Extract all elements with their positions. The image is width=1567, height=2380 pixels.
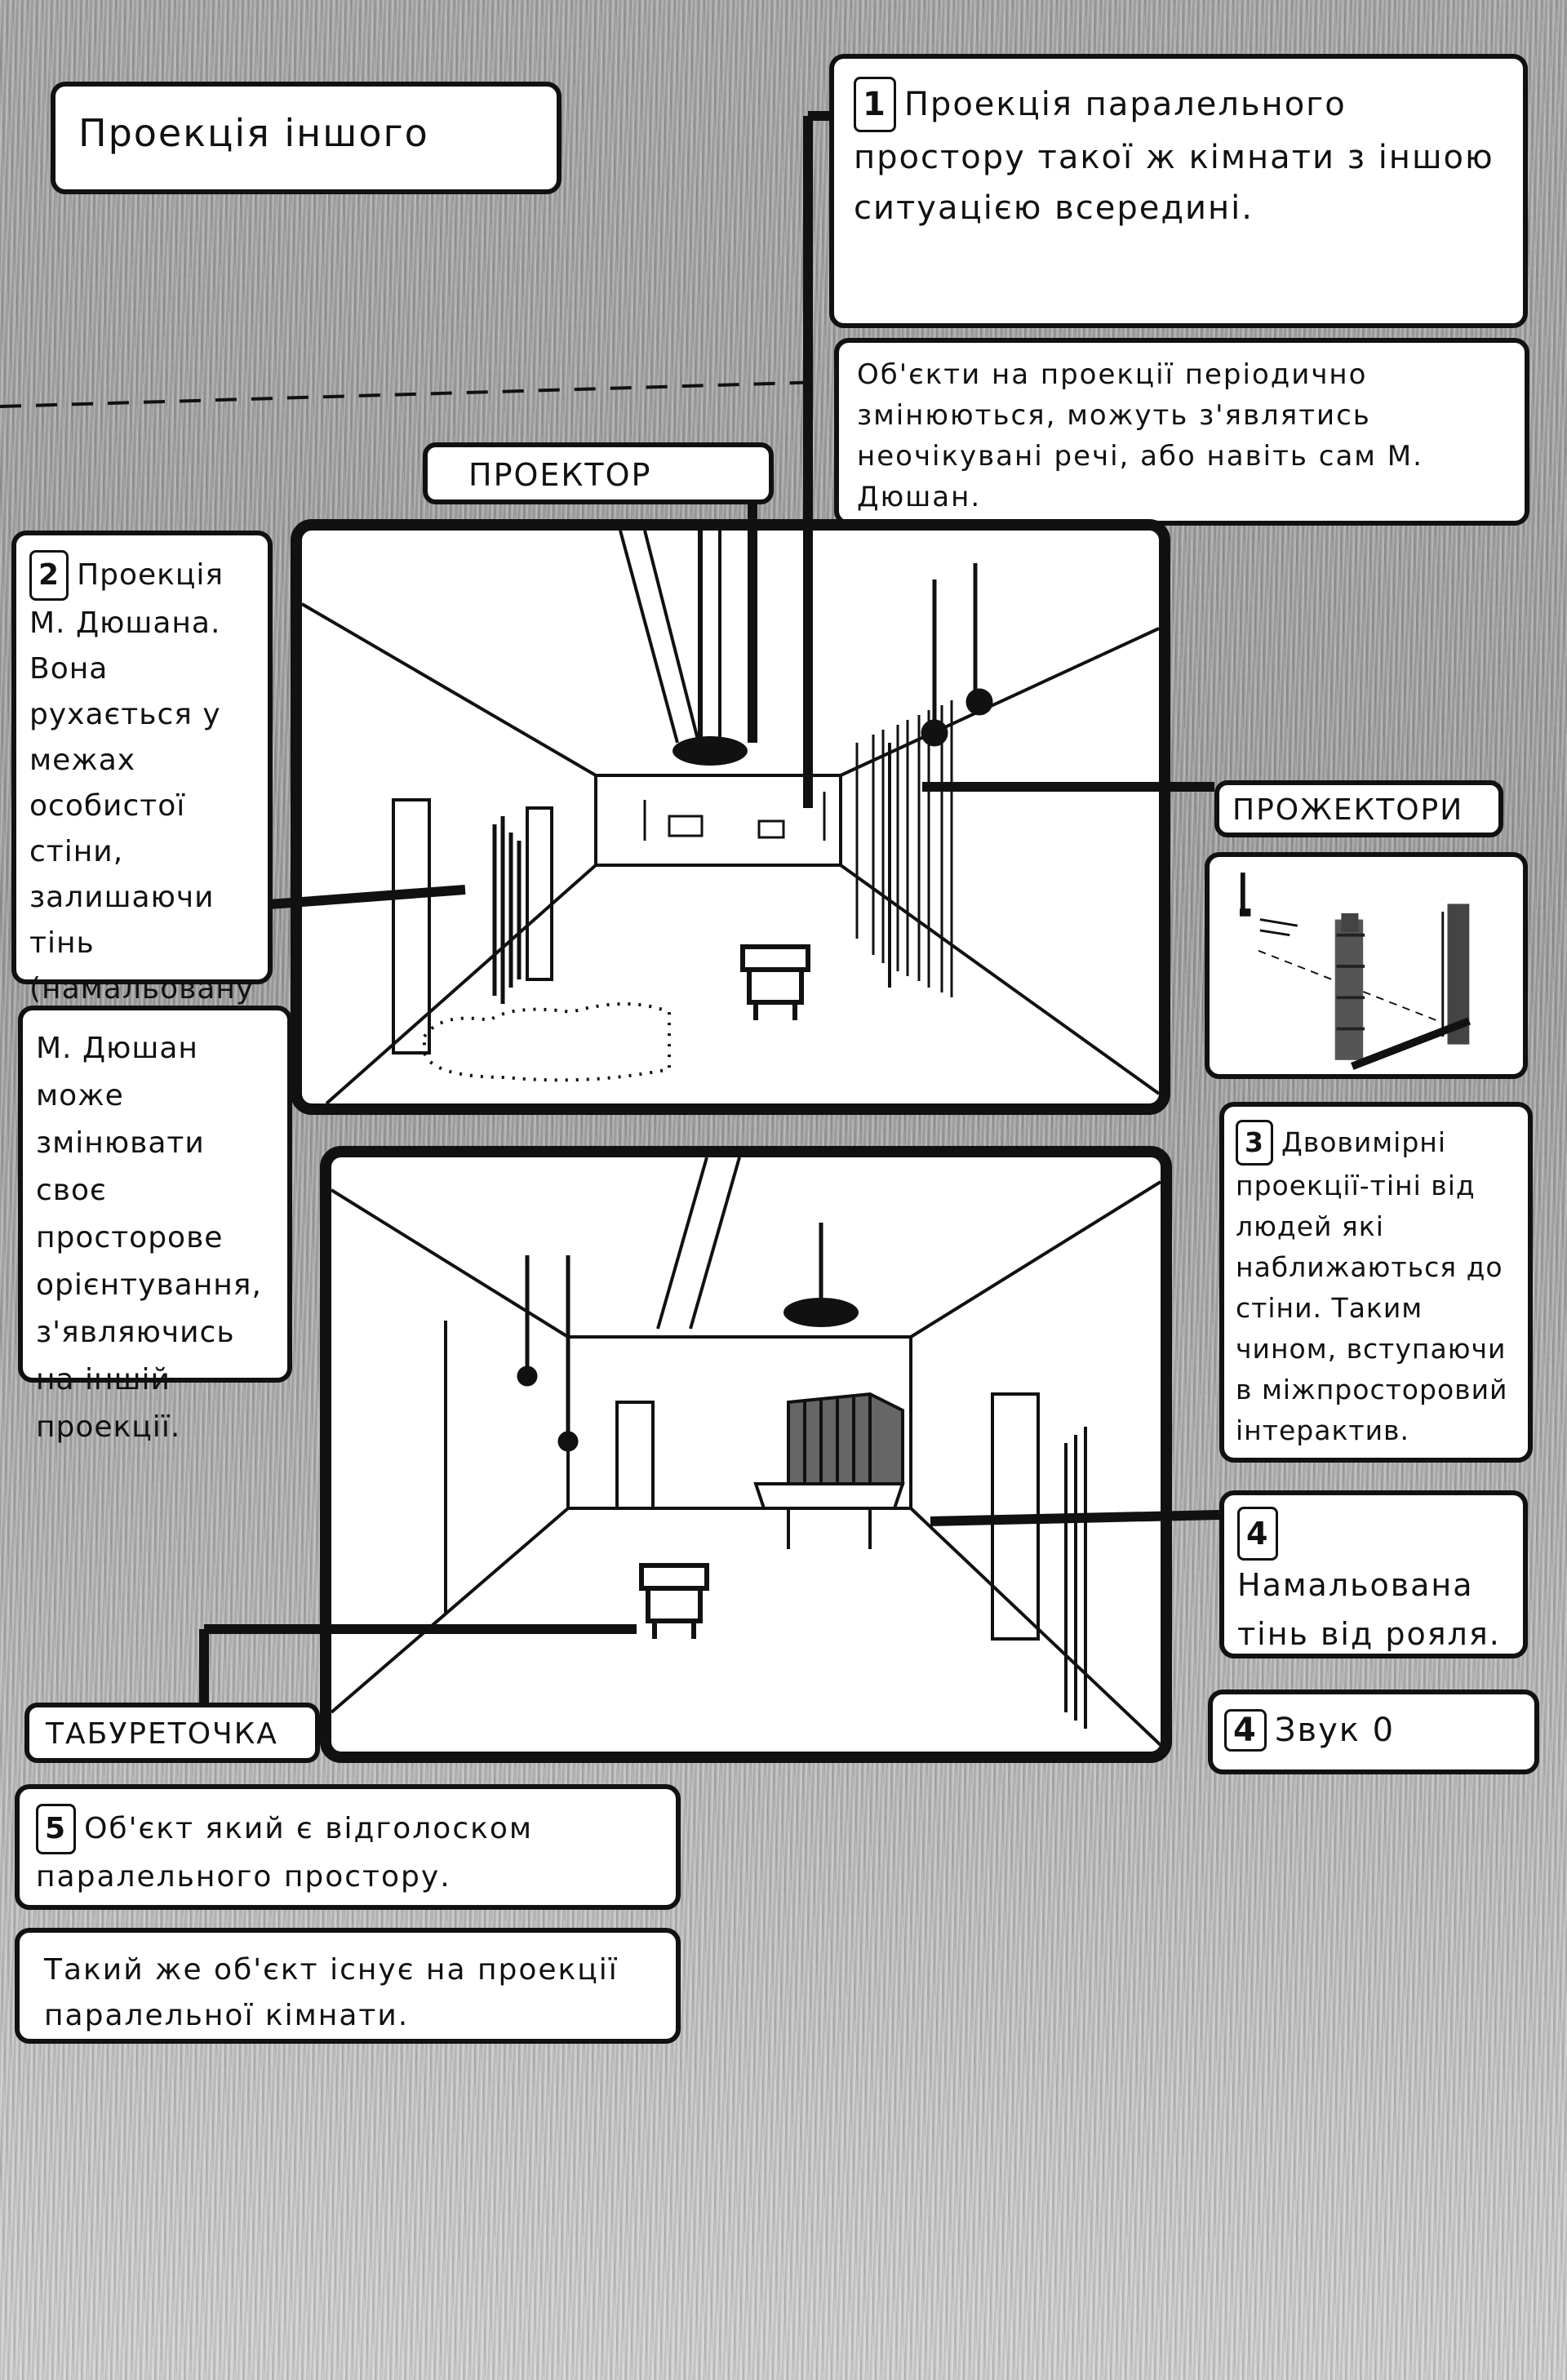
note-2-text: Проекція М. Дюшана. Вона рухається у меж… [29, 558, 255, 1097]
note-5-text: Об'єкт який є відголоском паралельного п… [36, 1812, 534, 1894]
note-4b-number: 4 [1224, 1709, 1267, 1752]
lower-room-drawing [331, 1157, 1161, 1747]
spotlights-label: ПРОЖЕКТОРИ [1214, 780, 1503, 837]
person-shadow-icon [1334, 912, 1365, 1060]
note-4-text: Намальована тінь від рояля. [1237, 1567, 1501, 1652]
note-3-text: Двовимірні проекції-тіні від людей які н… [1236, 1126, 1508, 1446]
note-5-number: 5 [36, 1804, 77, 1854]
stool-icon [740, 944, 810, 1020]
duchamp-shadow-icon [492, 816, 522, 1004]
projector-icon [673, 531, 748, 766]
note-1-text: Проекція паралельного простору такої ж к… [854, 86, 1494, 227]
note-1b-objects-change: Об'єкти на проекції періодично змінюютьс… [834, 338, 1529, 526]
note-2b-text: М. Дюшан може змінювати своє просторове … [36, 1032, 262, 1444]
shadow-sketch-box [1205, 852, 1528, 1079]
note-1b-text: Об'єкти на проекції періодично змінюютьс… [857, 358, 1423, 513]
projector-label: ПРОЕКТОР [423, 442, 774, 504]
spotlights-label-text: ПРОЖЕКТОРИ [1232, 793, 1464, 827]
room-projection-upper [291, 519, 1170, 1115]
note-1-number: 1 [854, 77, 896, 132]
upper-room-drawing [302, 531, 1159, 1103]
stool-label-text: ТАБУРЕТОЧКА [46, 1717, 278, 1751]
note-2b-orientation: М. Дюшан може змінювати своє просторове … [18, 1006, 292, 1444]
projector-label-text: ПРОЕКТОР [468, 457, 652, 493]
piano-shadow-icon [753, 1392, 905, 1549]
page-title-box: Проекція іншого [51, 82, 562, 194]
spotlight-icon [921, 563, 993, 747]
note-5b-text: Такий же об'єкт існує на проекції парале… [44, 1953, 619, 2032]
spotlight-icon-lower [517, 1255, 579, 1452]
note-5b-same-object: Такий же об'єкт існує на проекції парале… [15, 1928, 681, 2044]
wall-shadow-icon [1064, 1427, 1087, 1729]
page-title: Проекція іншого [78, 111, 429, 155]
note-4-piano-shadow: 4Намальована тінь від рояля. [1219, 1490, 1528, 1658]
shadow-sketch [1239, 873, 1472, 1070]
note-3-number: 3 [1236, 1120, 1273, 1166]
stool-icon-lower [639, 1563, 709, 1639]
room-projection-lower [320, 1146, 1172, 1763]
note-4b-text: Звук 0 [1274, 1712, 1396, 1749]
note-2-number: 2 [29, 550, 69, 601]
projector-icon-lower [784, 1223, 859, 1327]
stool-label: ТАБУРЕТОЧКА [24, 1703, 320, 1763]
note-4-number: 4 [1237, 1507, 1279, 1561]
